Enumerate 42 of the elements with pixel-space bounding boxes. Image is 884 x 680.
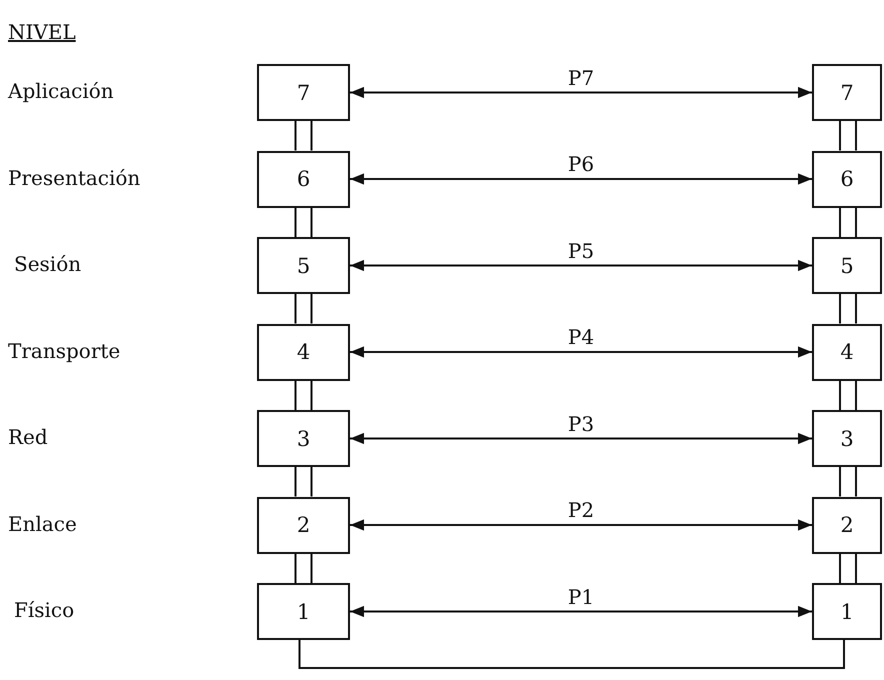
layer-box: 1 — [812, 583, 882, 640]
interface-link — [294, 552, 312, 584]
layer-name: Aplicación — [8, 79, 114, 103]
protocol-arrow — [350, 173, 812, 185]
layer-box: 2 — [812, 496, 882, 554]
interface-link — [839, 466, 857, 498]
layer-box: 7 — [812, 64, 882, 121]
protocol-arrow — [350, 86, 812, 98]
layer-box: 7 — [257, 64, 350, 121]
physical-medium-line — [298, 640, 845, 669]
layer-box: 2 — [257, 496, 350, 554]
layer-name: Sesión — [14, 252, 82, 276]
interface-link — [294, 206, 312, 238]
protocol-arrow — [350, 260, 812, 272]
interface-link — [294, 120, 312, 152]
column-heading: NIVEL — [8, 20, 76, 44]
layer-name: Físico — [14, 598, 74, 622]
protocol-arrow — [350, 519, 812, 531]
protocol-arrow — [350, 346, 812, 358]
interface-link — [839, 293, 857, 324]
protocol-arrow — [350, 432, 812, 444]
layer-box: 5 — [812, 237, 882, 294]
layer-box: 5 — [257, 237, 350, 294]
layer-name: Transporte — [8, 338, 120, 362]
layer-box: 1 — [257, 583, 350, 640]
layer-name: Enlace — [8, 512, 77, 536]
interface-link — [839, 552, 857, 584]
layer-box: 6 — [257, 150, 350, 208]
interface-link — [294, 380, 312, 411]
layer-name: Red — [8, 425, 48, 449]
interface-link — [294, 293, 312, 324]
layer-box: 6 — [812, 150, 882, 208]
layer-box: 3 — [812, 410, 882, 467]
interface-link — [294, 466, 312, 498]
layer-box: 4 — [257, 324, 350, 380]
interface-link — [839, 206, 857, 238]
interface-link — [839, 120, 857, 152]
layer-box: 3 — [257, 410, 350, 467]
layer-name: Presentación — [8, 166, 140, 190]
interface-link — [839, 380, 857, 411]
layer-box: 4 — [812, 324, 882, 380]
protocol-arrow — [350, 606, 812, 618]
